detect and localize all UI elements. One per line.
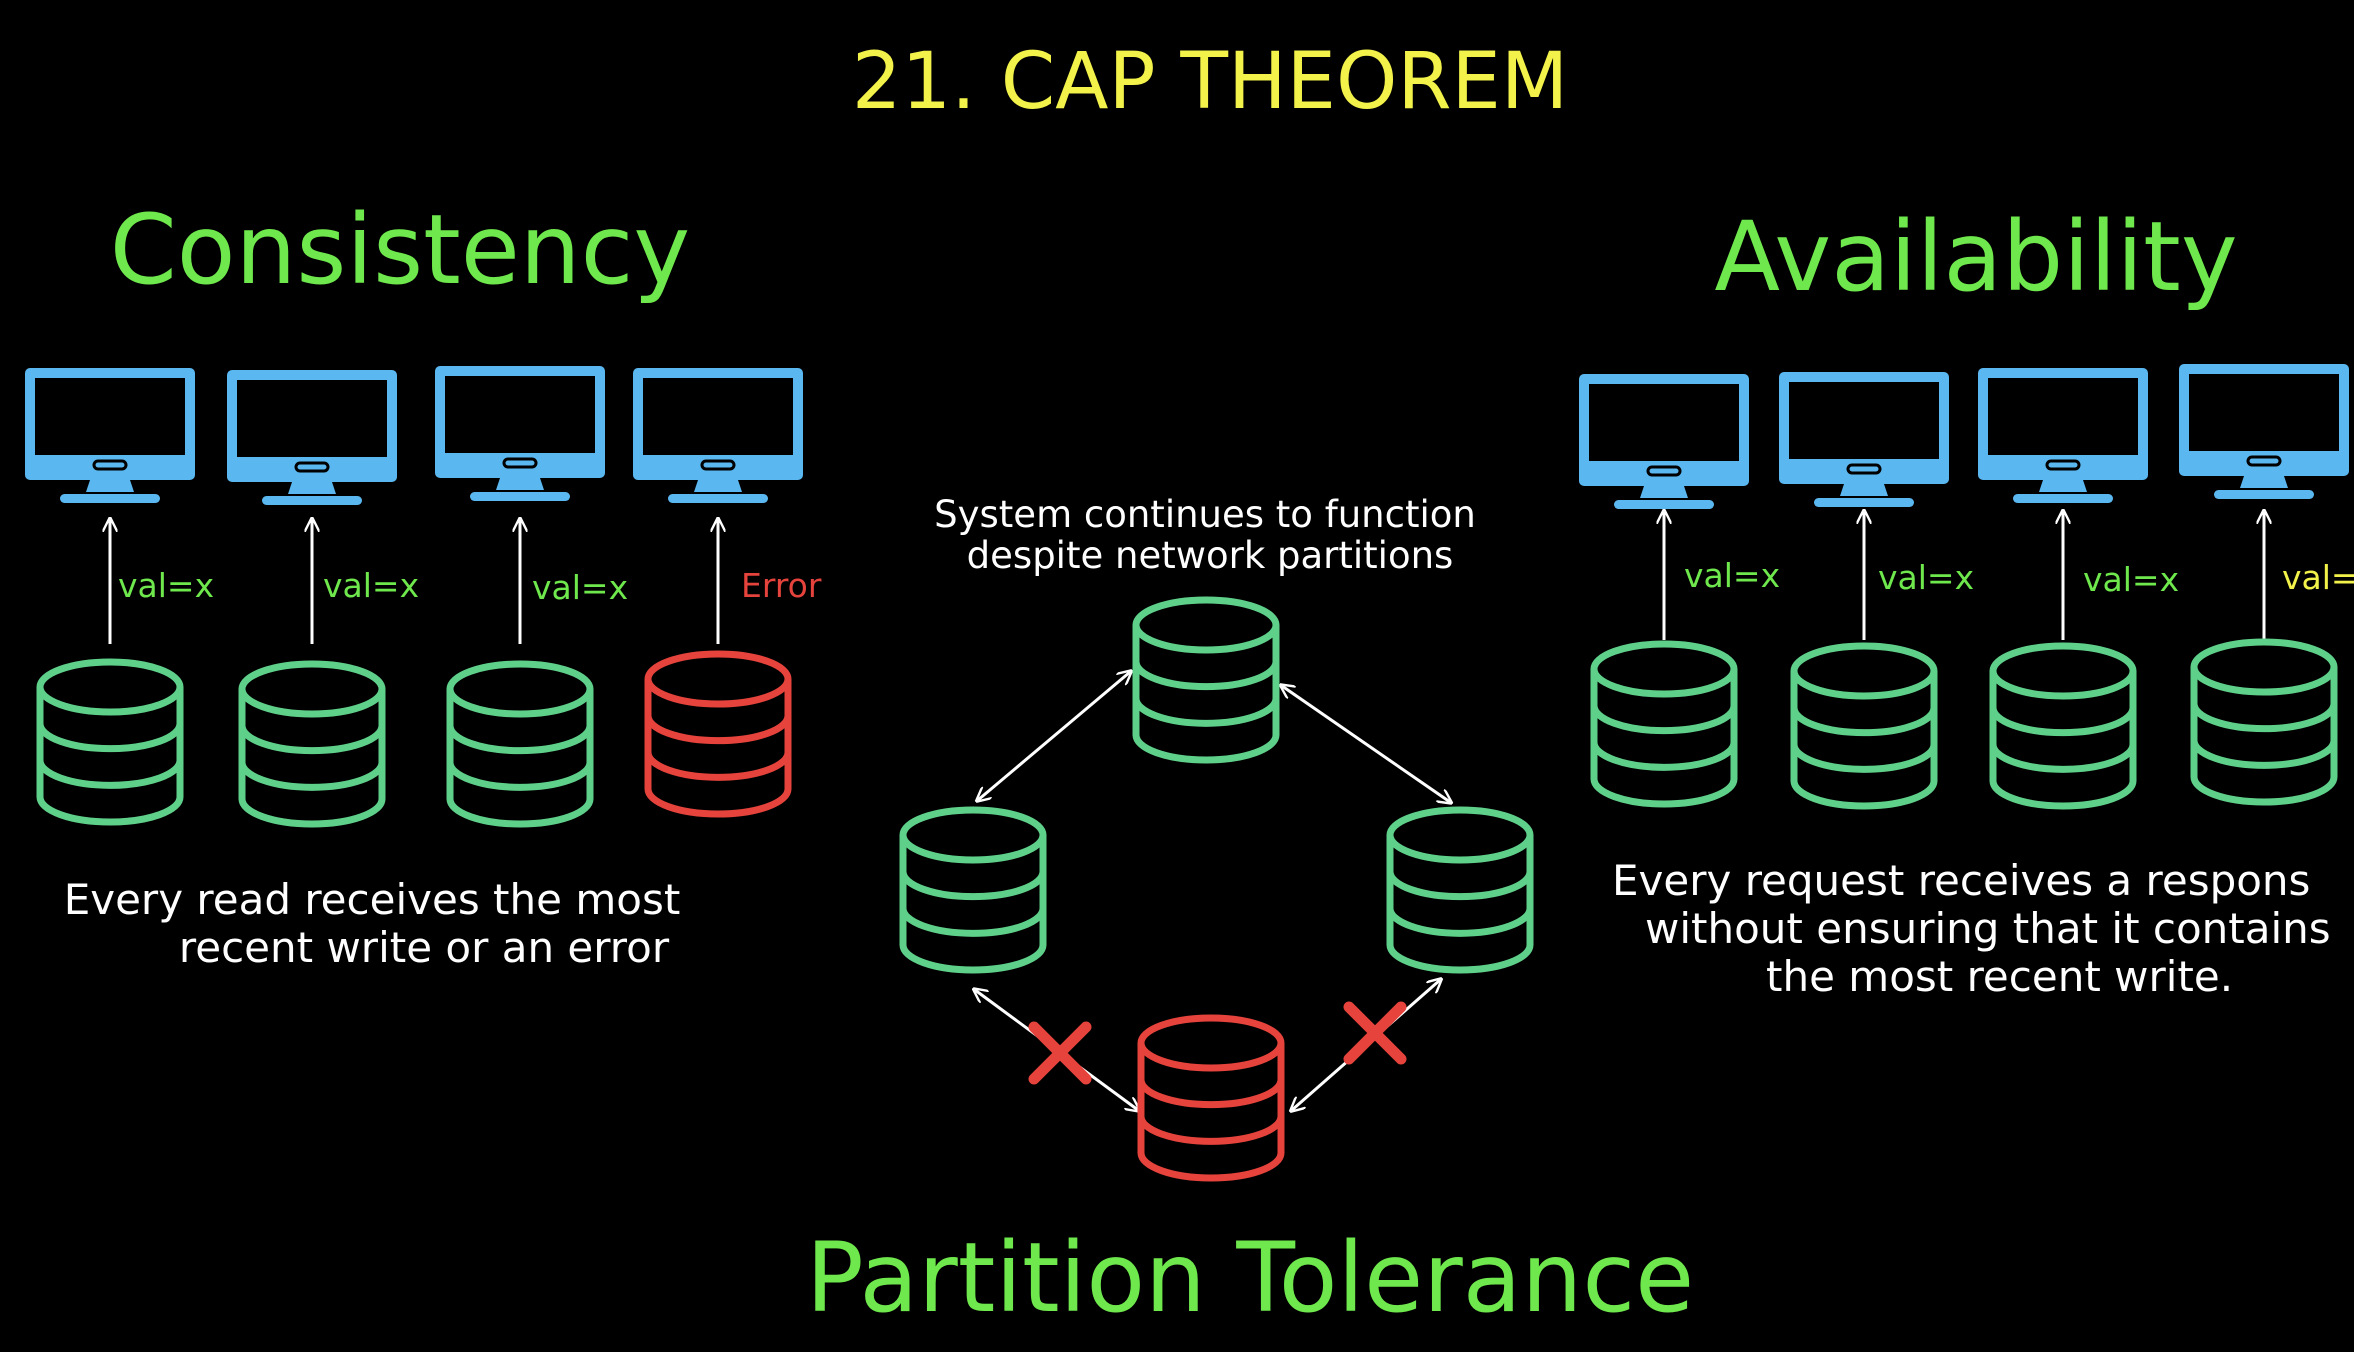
database-icon — [446, 660, 594, 828]
database-icon — [1790, 642, 1938, 810]
availability-description-line-2: without ensuring that it contains — [1645, 904, 2331, 953]
database-icon-right — [1386, 806, 1534, 974]
database-icon-bottom — [1137, 1014, 1285, 1182]
consistency-label-3: val=x — [532, 568, 628, 607]
page-title: 21. CAP THEOREM — [852, 37, 1568, 127]
consistency-section: Consistency val=x val=x val=x Error Ever… — [25, 194, 822, 972]
availability-label-2: val=x — [1878, 558, 1974, 597]
availability-label-3: val=x — [2083, 560, 2179, 599]
consistency-description-line-2: recent write or an error — [179, 923, 670, 972]
availability-description-line-1: Every request receives a respons — [1612, 856, 2310, 905]
x-mark-icon-left — [1028, 1021, 1092, 1085]
database-icon-top — [1132, 596, 1280, 764]
consistency-label-2: val=x — [323, 566, 419, 605]
database-icon — [36, 658, 184, 826]
monitor-icon — [1579, 374, 1749, 509]
partition-description-line-1: System continues to function — [934, 493, 1476, 536]
availability-databases — [1590, 638, 2338, 810]
partition-failures — [1028, 1001, 1407, 1085]
consistency-label-1: val=x — [118, 566, 214, 605]
database-icon — [1590, 640, 1738, 808]
availability-monitors — [1579, 364, 2349, 509]
monitor-icon — [435, 366, 605, 501]
link-top-right — [1282, 686, 1450, 802]
monitor-icon — [1978, 368, 2148, 503]
availability-label-4: val= — [2282, 558, 2354, 597]
x-mark-icon-right — [1343, 1001, 1407, 1065]
database-icon — [644, 650, 792, 818]
consistency-read-arrows — [110, 520, 718, 644]
monitor-icon — [25, 368, 195, 503]
database-icon — [1989, 642, 2137, 810]
database-icon — [238, 660, 386, 828]
consistency-monitors — [25, 366, 803, 505]
database-icon — [2190, 638, 2338, 806]
partition-heading: Partition Tolerance — [806, 1222, 1694, 1334]
availability-label-1: val=x — [1684, 556, 1780, 595]
database-icon-left — [899, 806, 1047, 974]
partition-databases — [899, 596, 1534, 1182]
consistency-label-error: Error — [741, 566, 822, 605]
consistency-description-line-1: Every read receives the most — [64, 875, 681, 924]
monitor-icon — [633, 368, 803, 503]
availability-section: Availability val=x val=x val=x val= Ever… — [1579, 201, 2354, 1001]
monitor-icon — [1779, 372, 1949, 507]
consistency-heading: Consistency — [110, 194, 690, 306]
availability-heading: Availability — [1714, 201, 2237, 313]
monitor-icon — [227, 370, 397, 505]
availability-request-arrows — [1664, 512, 2264, 640]
consistency-databases — [36, 650, 792, 828]
partition-section: System continues to function despite net… — [806, 493, 1694, 1334]
monitor-icon — [2179, 364, 2349, 499]
partition-description-line-2: despite network partitions — [967, 534, 1454, 577]
availability-description-line-3: the most recent write. — [1766, 952, 2233, 1001]
link-top-left — [978, 672, 1130, 800]
